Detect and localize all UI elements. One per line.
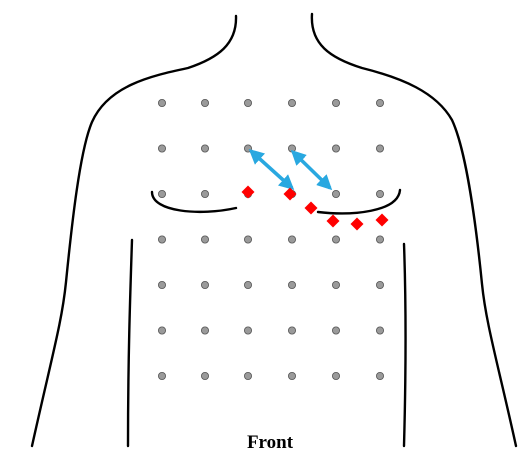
electrode-marker [284, 188, 297, 201]
grid-dot [201, 190, 208, 197]
grid-dot [376, 190, 383, 197]
grid-dot [288, 372, 295, 379]
grid-dot [158, 281, 165, 288]
double-headed-arrow [293, 152, 330, 188]
grid-dot [288, 99, 295, 106]
grid-dot [244, 372, 251, 379]
grid-dot [376, 236, 383, 243]
electrode-grid [158, 99, 383, 379]
grid-dot [332, 236, 339, 243]
grid-dot [201, 99, 208, 106]
grid-dot [201, 281, 208, 288]
grid-dot [201, 145, 208, 152]
grid-dot [288, 236, 295, 243]
left-inner-arm-line [128, 240, 132, 446]
grid-dot [158, 372, 165, 379]
grid-dot [376, 281, 383, 288]
electrode-marker-group [242, 186, 389, 231]
grid-dot [288, 281, 295, 288]
right-inner-arm-line [404, 244, 406, 446]
grid-dot [158, 99, 165, 106]
grid-dot [332, 99, 339, 106]
grid-dot [376, 99, 383, 106]
torso-right-outline [312, 14, 516, 446]
figure-caption: Front [4, 432, 532, 454]
grid-dot [332, 327, 339, 334]
grid-dot [332, 281, 339, 288]
electrode-marker [305, 202, 318, 215]
electrode-marker [376, 214, 389, 227]
grid-dot [244, 236, 251, 243]
grid-dot [201, 236, 208, 243]
torso-left-outline [32, 16, 236, 446]
grid-dot [332, 145, 339, 152]
electrode-marker [327, 215, 340, 228]
grid-dot [201, 372, 208, 379]
grid-dot [158, 327, 165, 334]
grid-dot [158, 145, 165, 152]
right-pectoral-line [318, 190, 400, 213]
grid-dot [244, 281, 251, 288]
grid-dot [158, 190, 165, 197]
grid-dot [376, 372, 383, 379]
grid-dot [332, 372, 339, 379]
double-headed-arrow [251, 151, 292, 188]
grid-dot [376, 145, 383, 152]
arrow-group [251, 151, 330, 188]
electrode-marker [242, 186, 255, 199]
grid-dot [244, 145, 251, 152]
grid-dot [332, 190, 339, 197]
grid-dot [201, 327, 208, 334]
grid-dot [244, 327, 251, 334]
grid-dot [158, 236, 165, 243]
grid-dot [376, 327, 383, 334]
grid-dot [244, 99, 251, 106]
grid-dot [288, 327, 295, 334]
electrode-marker [351, 218, 364, 231]
